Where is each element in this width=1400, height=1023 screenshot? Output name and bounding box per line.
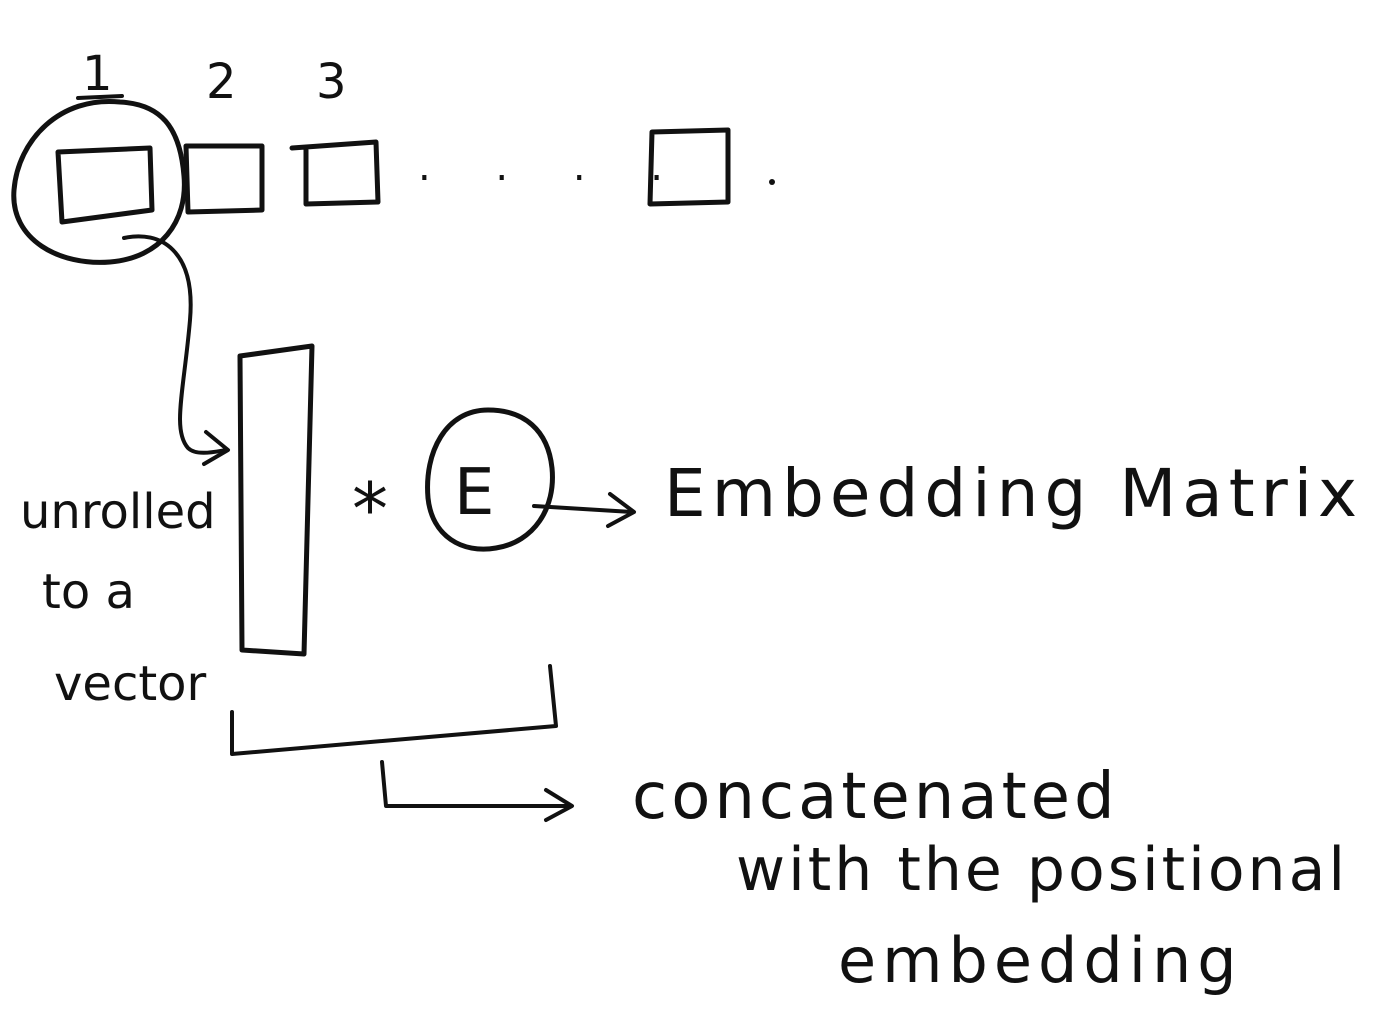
concat-label-line1: concatenated (632, 760, 1119, 834)
unrolled-label-line3: vector (54, 656, 207, 712)
token-box-2 (183, 143, 265, 215)
concat-label-line3: embedding (838, 924, 1243, 997)
sequence-ellipsis: . . . . (418, 144, 689, 190)
index-label-3: 3 (316, 54, 347, 110)
unroll-arrow (122, 234, 228, 455)
embedding-symbol: E (454, 456, 494, 530)
token-box-1 (55, 145, 155, 225)
first-token-circle (11, 98, 187, 265)
embedding-circle (425, 407, 555, 552)
unrolled-vector (237, 343, 315, 657)
embedding-matrix-label: Embedding Matrix (664, 455, 1363, 532)
embedding-matrix-arrowhead (606, 492, 636, 528)
concat-arrowhead (544, 788, 574, 822)
unrolled-label-line2: to a (42, 564, 135, 620)
index-label-1-underline (76, 94, 124, 100)
concat-bracket (230, 664, 558, 756)
concat-arrow (380, 760, 570, 808)
trailing-dot (769, 179, 775, 185)
token-box-3 (289, 139, 381, 207)
index-label-1: 1 (82, 46, 113, 102)
concat-label-line2: with the positional (736, 835, 1348, 905)
unrolled-label-line1: unrolled (20, 484, 216, 540)
token-box-n (647, 127, 731, 207)
embedding-matrix-arrow (532, 504, 634, 514)
unroll-arrowhead (202, 430, 230, 466)
multiply-operator: * (352, 467, 388, 551)
index-label-2: 2 (206, 54, 237, 110)
